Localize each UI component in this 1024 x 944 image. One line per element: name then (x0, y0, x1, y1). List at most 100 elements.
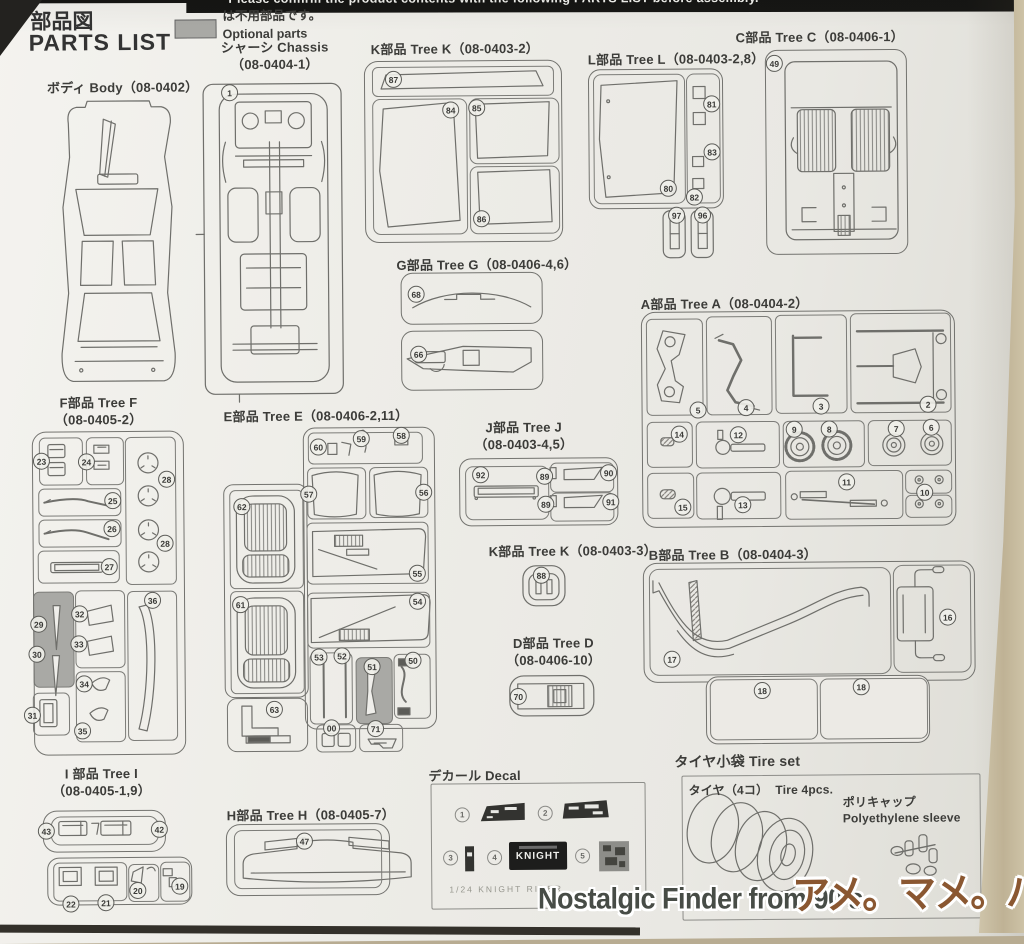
part-badge-60: 60 (309, 438, 327, 456)
tree-title-l: L部品 Tree L（08-0403-2,8） (587, 51, 765, 68)
tree-title-c: C部品 Tree C（08-0406-1） (735, 28, 904, 46)
part-badge-33: 33 (70, 635, 88, 653)
part-badge-88: 88 (532, 566, 550, 584)
decal-num-2: 2 (537, 805, 553, 821)
tree-title-d-jp: D部品 Tree D (512, 635, 594, 651)
part-badge-21: 21 (97, 894, 115, 912)
part-badge-25: 25 (104, 492, 122, 510)
part-badge-34: 34 (75, 675, 93, 693)
tree-title-h: H部品 Tree H（08-0405-7） (226, 806, 396, 824)
body-car-drawing (61, 100, 176, 383)
part-badge-28b: 28 (156, 534, 174, 552)
tire-qty-jp: タイヤ（4コ） (688, 782, 769, 798)
legend-jp: は不用部品です。 (222, 8, 322, 24)
part-badge-18b: 18 (852, 678, 870, 696)
part-badge-12: 12 (729, 426, 747, 444)
decal-num-3: 3 (443, 850, 459, 866)
a-box-3 (774, 314, 848, 414)
part-badge-57: 57 (300, 485, 318, 503)
b-box-18b (819, 677, 929, 740)
i-box-42-43 (50, 815, 159, 846)
part-badge-90: 90 (599, 464, 618, 482)
polycap-en: Polyethylene sleeve (842, 810, 961, 826)
tree-title-chassis: シャーシ Chassis （08-0404-1） (205, 39, 345, 74)
part-badge-10: 10 (916, 483, 934, 501)
part-badge-87: 87 (384, 70, 403, 88)
b-box-17 (648, 567, 892, 676)
part-badge-63: 63 (265, 700, 283, 718)
part-badge-6: 6 (922, 418, 940, 436)
tree-title-body: ボディ Body（08-0402） (46, 79, 199, 96)
tree-title-j-code: （08-0403-4,5） (474, 436, 574, 453)
part-badge-61: 61 (232, 596, 250, 614)
part-badge-4: 4 (737, 399, 755, 417)
tree-title-e: E部品 Tree E（08-0406-2,11） (223, 407, 409, 425)
decal-num-4: 4 (487, 850, 503, 866)
part-badge-15: 15 (674, 498, 692, 516)
part-badge-2: 2 (919, 395, 937, 413)
part-badge-97: 97 (667, 206, 686, 224)
decal-title: デカール Decal (428, 767, 521, 784)
part-badge-66: 66 (410, 345, 428, 363)
part-badge-23: 23 (32, 452, 51, 470)
part-badge-82: 82 (685, 188, 703, 206)
part-badge-62: 62 (233, 498, 251, 516)
part-badge-7: 7 (887, 419, 905, 438)
a-box-2 (849, 312, 952, 414)
part-badge-59: 59 (352, 430, 370, 448)
tree-title-d-code: （08-0406-10） (506, 652, 602, 668)
part-badge-00: 00 (322, 719, 341, 737)
part-badge-85: 85 (468, 99, 486, 117)
part-badge-16: 16 (939, 608, 957, 626)
l-box-81-83 (685, 73, 721, 204)
sprue-frame-c (764, 48, 909, 255)
part-badge-56: 56 (415, 483, 433, 501)
watermark-logo: アメ。マメ。バー (791, 869, 1024, 919)
tree-title-d: D部品 Tree D （08-0406-10） (483, 635, 623, 670)
part-badge-20: 20 (129, 881, 147, 900)
f-box-28 (124, 436, 177, 586)
part-badge-80: 80 (659, 179, 677, 197)
part-badge-49: 49 (765, 54, 783, 72)
part-badge-27: 27 (100, 558, 118, 576)
optional-parts-swatch (174, 19, 217, 39)
part-badge-35: 35 (74, 722, 92, 740)
part-badge-84: 84 (442, 101, 460, 119)
part-badge-14: 14 (670, 425, 688, 443)
tire-qty-label: タイヤ（4コ） Tire 4pcs. (688, 780, 834, 798)
f-box-32-33 (74, 590, 126, 669)
part-badge-22: 22 (62, 895, 80, 913)
tree-title-chassis-code: （08-0404-1） (231, 56, 319, 73)
k1-box-84 (372, 98, 469, 236)
part-badge-13: 13 (734, 496, 752, 514)
part-badge-86: 86 (472, 210, 491, 228)
part-badge-55: 55 (408, 564, 426, 582)
part-badge-50: 50 (404, 651, 422, 669)
polycap-label: ポリキャップ Polyethylene sleeve (843, 794, 961, 826)
b-box-16 (892, 564, 972, 674)
part-badge-32: 32 (71, 605, 89, 623)
decal-num-1: 1 (454, 807, 470, 823)
part-badge-83: 83 (703, 143, 721, 161)
tree-title-chassis-jp: シャーシ Chassis (220, 39, 329, 56)
tree-title-j-jp: J部品 Tree J (485, 419, 562, 436)
page-title-en: PARTS LIST (28, 28, 172, 56)
banner-left-sliver (18, 0, 189, 4)
f-box-36 (126, 590, 179, 742)
part-badge-17: 17 (663, 650, 681, 668)
part-badge-70: 70 (509, 687, 527, 706)
part-badge-81: 81 (703, 95, 721, 113)
part-badge-1: 1 (221, 84, 239, 102)
part-badge-3: 3 (812, 397, 830, 415)
tree-title-a: A部品 Tree A（08-0404-2） (640, 295, 809, 312)
part-badge-26: 26 (103, 520, 121, 538)
chassis-drawing (195, 82, 344, 403)
decal-num-5: 5 (575, 848, 591, 864)
i-box-21-22 (53, 862, 128, 902)
part-badge-92: 92 (472, 466, 490, 484)
tire-set-title: タイヤ小袋 Tire set (674, 752, 801, 770)
tree-title-k2: K部品 Tree K（08-0403-3） (488, 542, 657, 560)
part-badge-71: 71 (366, 720, 385, 738)
part-badge-11: 11 (838, 473, 856, 491)
